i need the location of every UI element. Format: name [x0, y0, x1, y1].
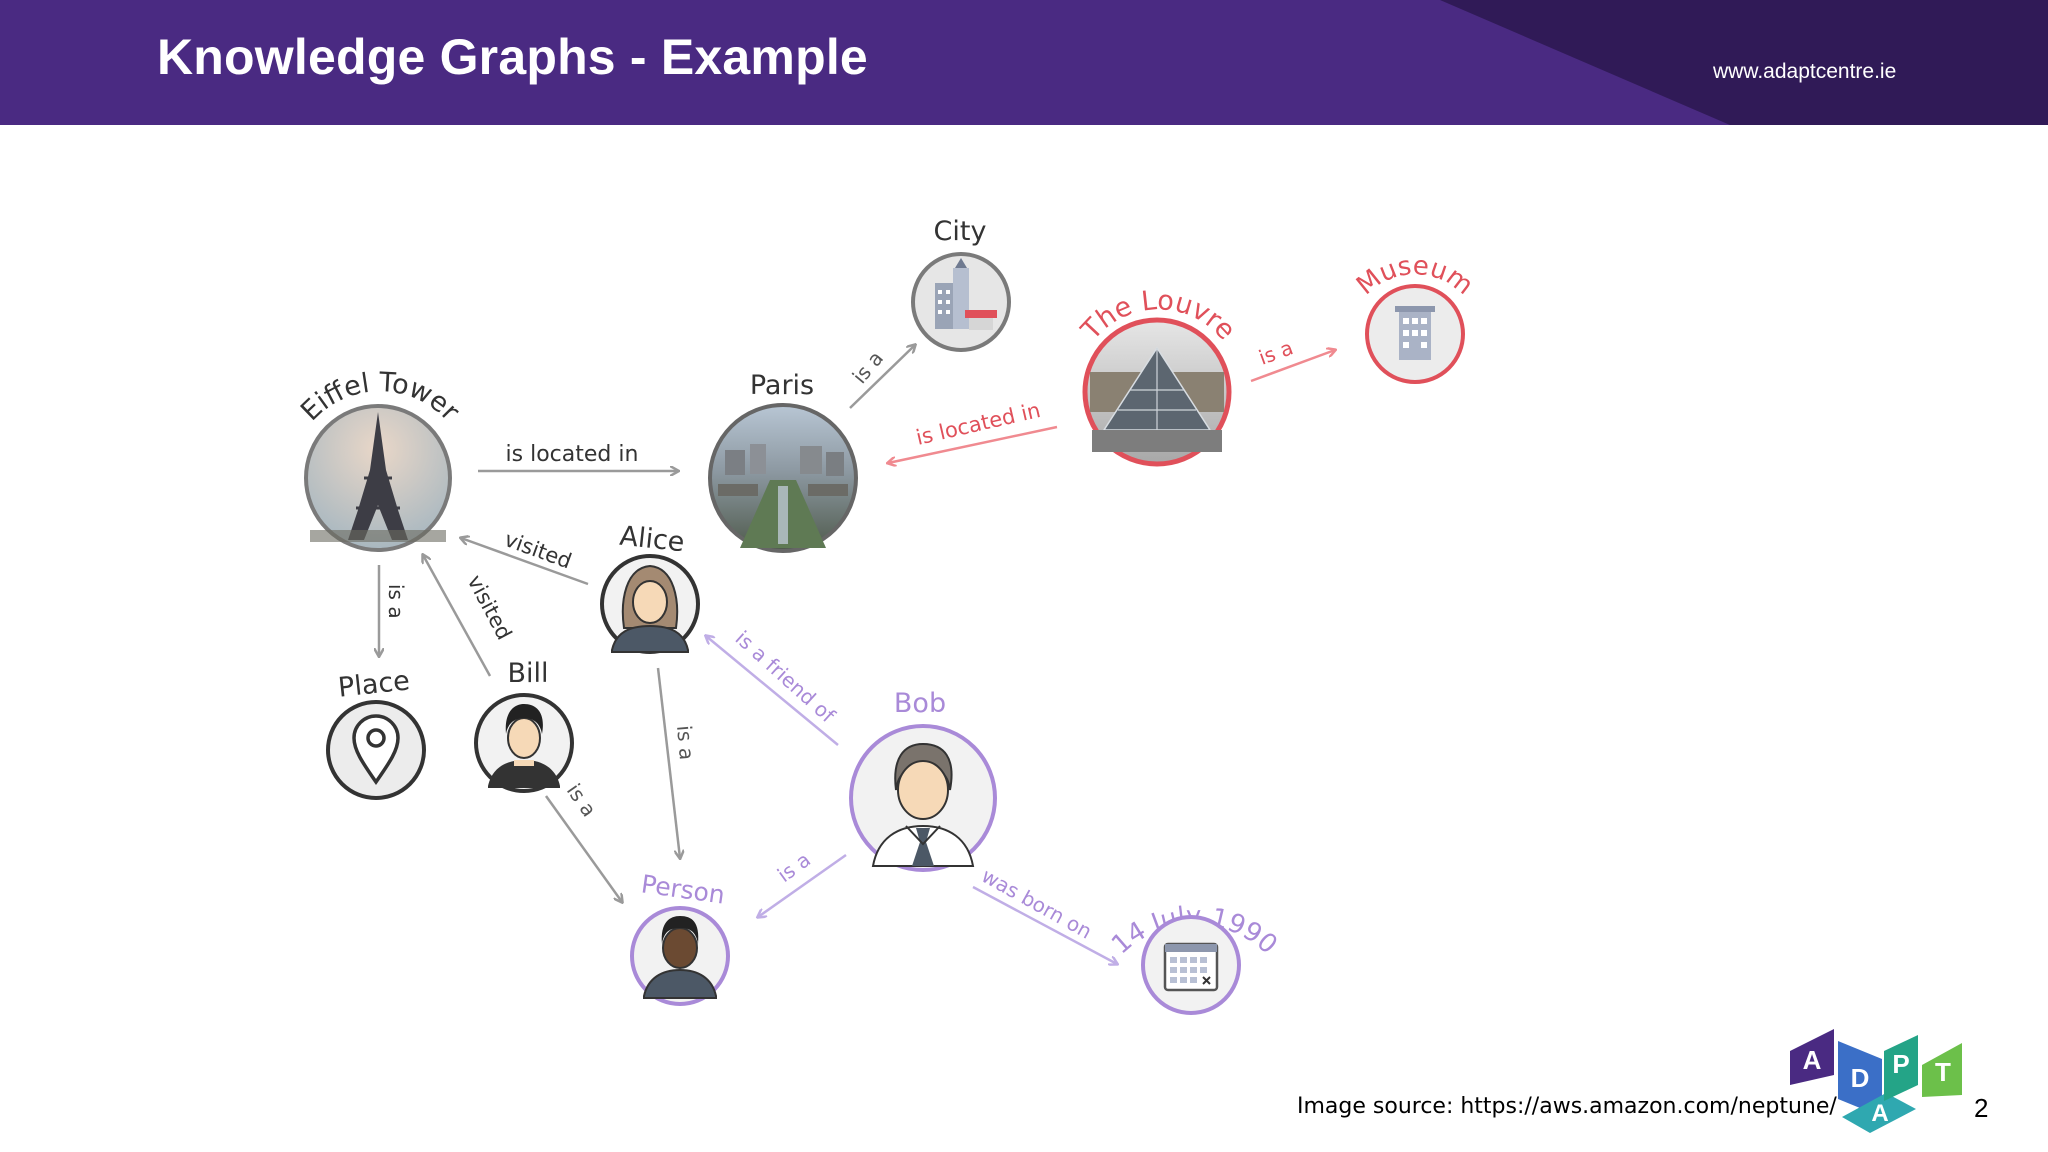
node-label-bob: Bob [894, 688, 946, 719]
logo-letter-t: T [1935, 1057, 1951, 1087]
edge-label-eiffel-paris: is located in [506, 442, 639, 467]
edge-eiffel-place: is a [379, 565, 408, 656]
page-number: 2 [1974, 1093, 1988, 1124]
node-label-place: Place [337, 665, 412, 703]
museum-building-icon [1395, 306, 1435, 360]
node-label-bill: Bill [507, 658, 548, 689]
edge-bob-person: is a [758, 847, 846, 917]
node-bob: Bob [851, 688, 995, 870]
node-bill: Bill [476, 658, 572, 791]
logo-letter-p: P [1892, 1049, 1909, 1079]
node-label-person: Person [639, 869, 726, 909]
node-person: Person [632, 869, 728, 1004]
edge-bill-person: is a [546, 779, 622, 902]
node-the-louvre: The Louvre [1075, 285, 1241, 464]
edge-louvre-paris: is located in [888, 398, 1057, 463]
node-birth-date: 14 July 1990 [1106, 901, 1283, 1013]
image-source-caption: Image source: https://aws.amazon.com/nep… [1297, 1094, 1837, 1119]
node-paris: Paris [710, 370, 856, 551]
edge-label-bob-alice: is a friend of [731, 626, 841, 728]
edge-paris-city: is a [847, 345, 915, 408]
edge-label-eiffel-place: is a [384, 584, 408, 619]
node-label-alice: Alice [618, 521, 686, 559]
calendar-icon [1165, 944, 1217, 990]
edge-eiffel-paris: is located in [478, 442, 678, 471]
edge-louvre-museum: is a [1251, 335, 1335, 381]
edge-alice-person: is a [658, 668, 699, 858]
edge-bill-eiffel: visited [423, 555, 516, 676]
adapt-logo: A D A P T [1786, 1025, 2006, 1147]
node-museum: Museum [1351, 251, 1479, 382]
node-place: Place [328, 665, 424, 798]
node-label-city: City [934, 216, 987, 247]
logo-letter-a2: A [1871, 1100, 1888, 1127]
edge-label-louvre-paris: is located in [914, 398, 1043, 450]
edge-label-alice-person: is a [672, 724, 699, 761]
edge-label-bill-eiffel: visited [463, 571, 517, 644]
edge-label-bob-date: was born on [978, 863, 1096, 943]
logo-letter-d: D [1851, 1063, 1870, 1093]
edge-label-paris-city: is a [847, 346, 888, 388]
node-label-paris: Paris [750, 370, 814, 401]
edge-label-bill-person: is a [562, 779, 602, 821]
edge-label-louvre-museum: is a [1256, 335, 1297, 369]
node-eiffel-tower: Eiffel Tower [295, 367, 466, 550]
node-alice: Alice [602, 521, 698, 652]
logo-letter-a1: A [1803, 1045, 1822, 1075]
edge-bob-date: was born on [973, 863, 1117, 964]
node-city: City [913, 216, 1009, 350]
edge-bob-alice: is a friend of [706, 626, 840, 745]
